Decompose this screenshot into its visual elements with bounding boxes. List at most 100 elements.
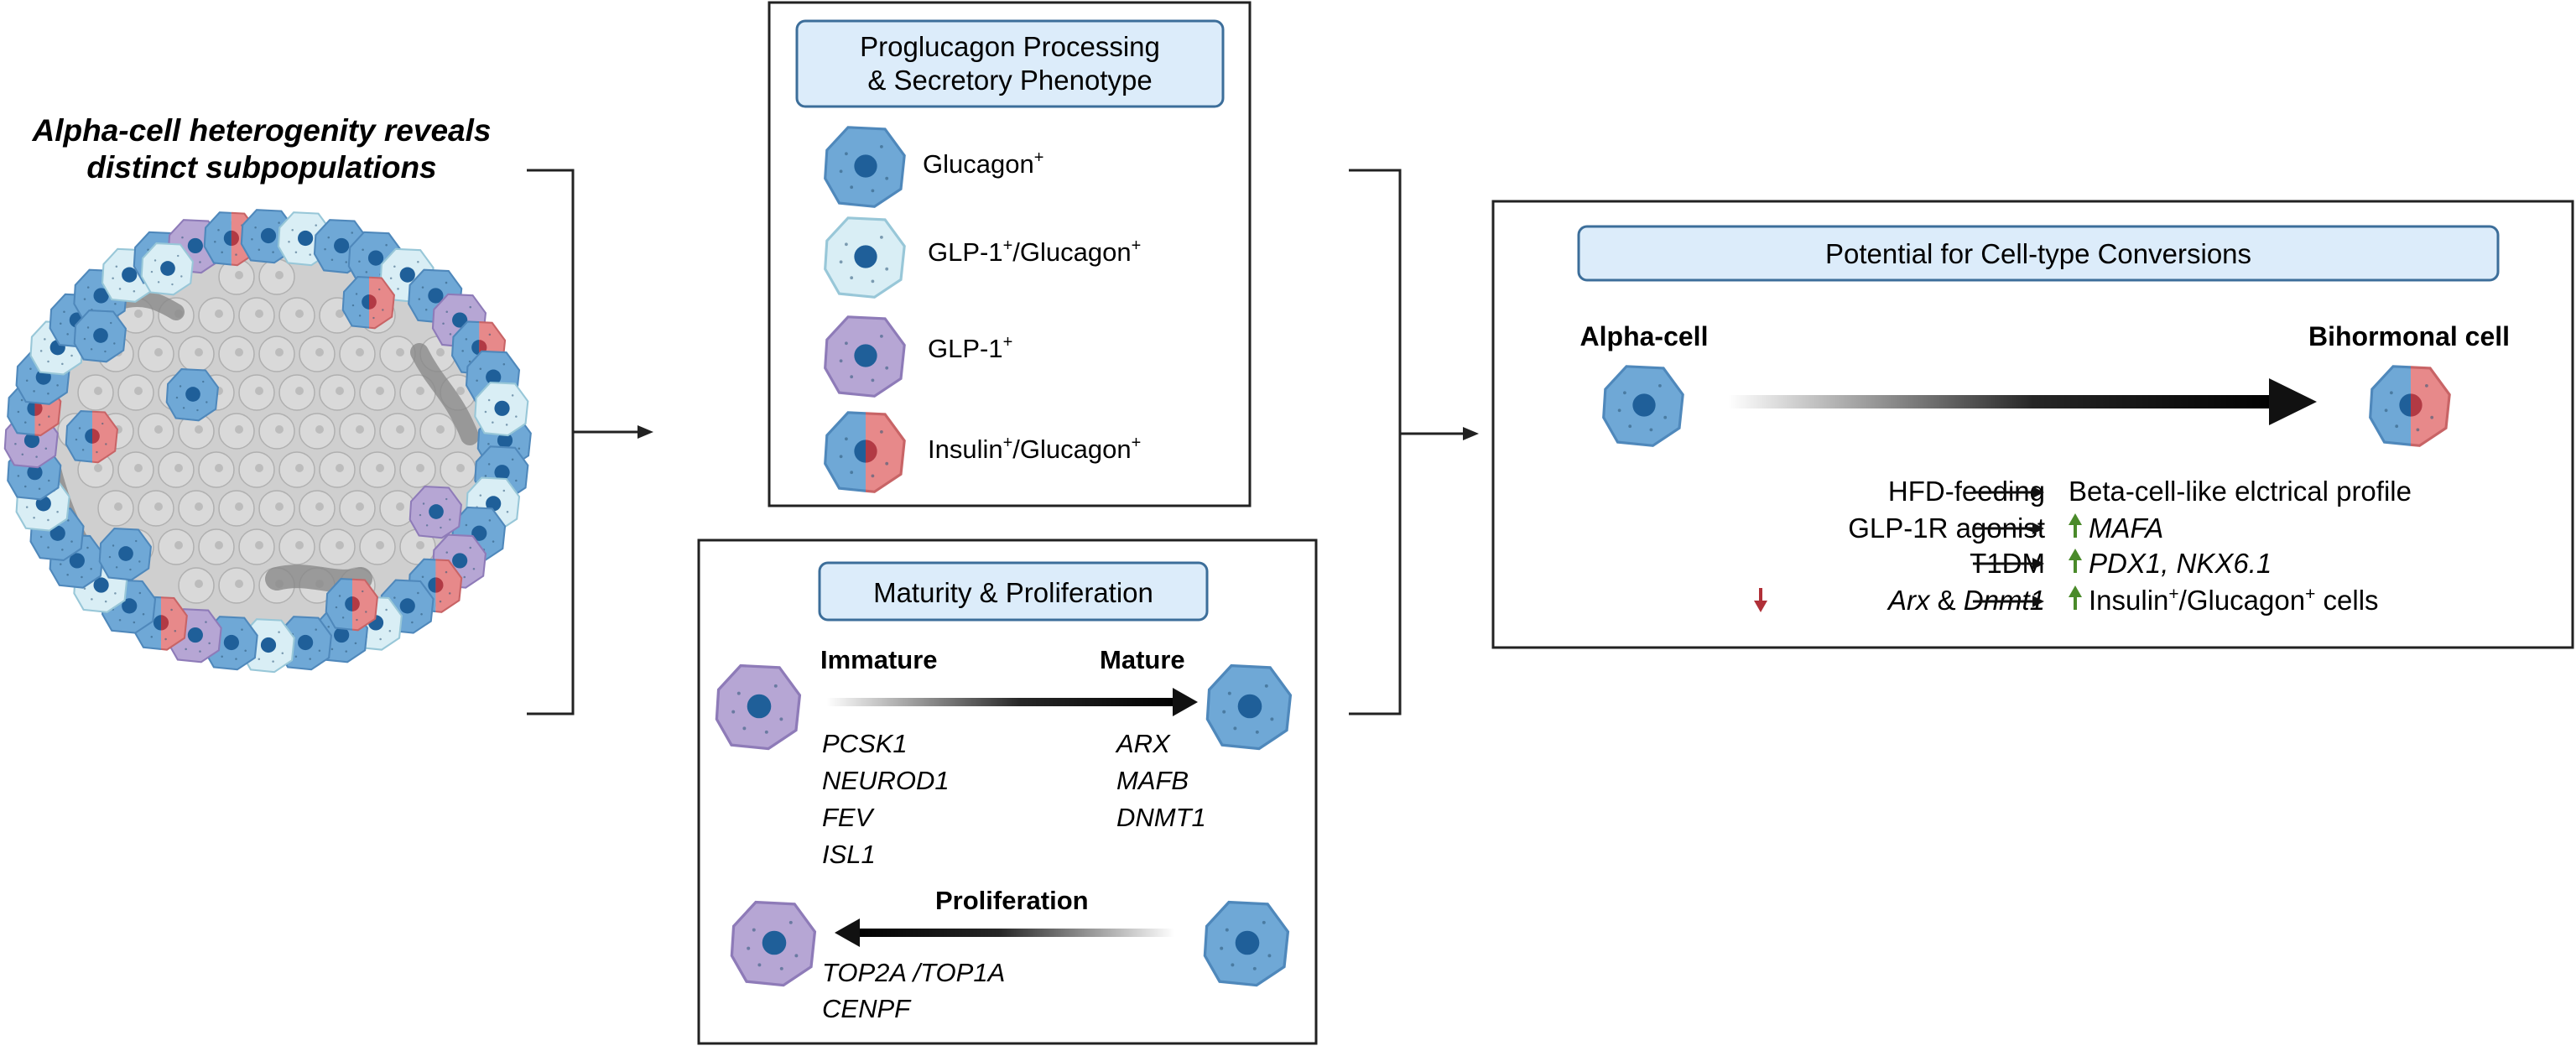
mature-cell-icon	[1203, 900, 1290, 987]
islet-inner-nucleus	[336, 310, 344, 318]
islet-rim-cell	[98, 528, 152, 581]
islet-inner-nucleus	[255, 387, 263, 395]
panels-bracket	[1349, 169, 1479, 715]
islet-title-line2: distinct subpopulations	[86, 150, 436, 185]
label-insulin-glucagon: Insulin+/Glucagon+	[928, 434, 1141, 464]
effect-arrows	[1973, 491, 2035, 603]
islet-rim-cell	[140, 242, 194, 296]
mature-gene: DNMT1	[1116, 803, 1206, 832]
conversion-arrow	[1728, 378, 2317, 425]
islet-inner-nucleus	[215, 541, 223, 549]
proliferation-gene: TOP2A /TOP1A	[822, 958, 1005, 987]
islet-inner-nucleus	[94, 464, 102, 472]
islet-inner-nucleus	[174, 541, 183, 549]
islet-inner-nucleus	[356, 348, 364, 356]
proliferating-cell-icon	[730, 900, 817, 987]
proliferation-label: Proliferation	[935, 886, 1089, 915]
conversion-title: Potential for Cell-type Conversions	[1825, 238, 2251, 269]
islet-rim-cell	[474, 381, 529, 437]
islet-inner-nucleus	[154, 348, 163, 356]
islet-inner-nucleus	[295, 387, 304, 395]
islet-rim-cell	[73, 310, 127, 363]
islet-inner-nucleus	[134, 310, 143, 318]
islet-inner-nucleus	[376, 387, 384, 395]
islet-vessel	[410, 343, 479, 445]
islet-inner-nucleus	[295, 541, 304, 549]
islet-inner-nucleus	[315, 425, 324, 434]
bihormonal-cell-icon	[824, 411, 906, 493]
islet-inner-nucleus	[235, 502, 243, 511]
islet-inner-nucleus	[396, 425, 404, 434]
islet-inner-nucleus	[275, 348, 284, 356]
islet-inner-nucleus	[255, 464, 263, 472]
immature-gene: ISL1	[822, 840, 876, 869]
effect-arrowheads	[2032, 486, 2044, 607]
islet-inner-nucleus	[195, 580, 203, 588]
islet-rim-cell	[277, 616, 332, 671]
islet-illustration	[3, 209, 532, 674]
bihormonal-cell-label: Bihormonal cell	[2308, 321, 2510, 351]
islet-inner-nucleus	[336, 464, 344, 472]
islet-rim-cell	[133, 596, 188, 651]
islet-inner-nucleus	[235, 425, 243, 434]
islet-inner-nucleus	[255, 541, 263, 549]
islet-inner-nucleus	[436, 425, 445, 434]
processing-title-line2: & Secretory Phenotype	[867, 65, 1152, 96]
islet-inner-nucleus	[336, 541, 344, 549]
islet-rim-cell	[203, 211, 258, 267]
islet-rim-cell	[325, 578, 378, 632]
label-glp1: GLP-1+	[928, 333, 1012, 363]
islet-inner-nucleus	[94, 387, 102, 395]
islet-inner-nucleus	[275, 425, 284, 434]
islet-inner-nucleus	[416, 541, 424, 549]
effect-profile: Beta-cell-like elctrical profile	[2069, 476, 2412, 507]
islet-inner-nucleus	[356, 502, 364, 511]
islet-inner-nucleus	[154, 502, 163, 511]
immature-gene: PCSK1	[822, 729, 908, 758]
islet-inner-nucleus	[174, 464, 183, 472]
islet-inner-nucleus	[376, 541, 384, 549]
islet-inner-nucleus	[295, 464, 304, 472]
label-glucagon: Glucagon+	[923, 148, 1043, 179]
immature-cell-icon	[715, 663, 802, 751]
up-arrow-icon	[2069, 549, 2082, 573]
islet-inner-nucleus	[134, 387, 143, 395]
islet-rim-cells	[3, 209, 532, 674]
alpha-cell-label: Alpha-cell	[1580, 321, 1709, 351]
effect-mafa: MAFA	[2089, 512, 2163, 544]
islet-inner-nucleus	[336, 387, 344, 395]
islet-inner-nucleus	[235, 348, 243, 356]
processing-title-line1: Proglucagon Processing	[860, 31, 1160, 62]
maturation-arrow	[826, 688, 1198, 716]
islet-inner-nucleus	[396, 502, 404, 511]
islet-rim-cell	[165, 368, 219, 422]
islet-inner-nucleus	[376, 464, 384, 472]
islet-inner-nucleus	[275, 502, 284, 511]
islet-rim-cell	[29, 506, 85, 562]
islet-rim-cell	[65, 410, 118, 464]
immature-gene: NEUROD1	[822, 766, 950, 795]
conversion-title-box	[1577, 225, 2500, 282]
islet-inner-nucleus	[416, 387, 424, 395]
islet-rim-cell	[431, 293, 487, 348]
islet-inner-nucleus	[235, 580, 243, 588]
islet-title: Alpha-cell heterogenity reveals distinct…	[32, 113, 492, 185]
mature-gene: MAFB	[1116, 766, 1189, 795]
islet-inner-nucleus	[114, 502, 122, 511]
glp1-cell-icon	[824, 315, 906, 398]
islet-inner-nucleus	[315, 502, 324, 511]
effect-pdx1: PDX1, NKX6.1	[2089, 548, 2272, 579]
mature-label: Mature	[1100, 645, 1185, 674]
islet-inner-nucleus	[315, 348, 324, 356]
islet-rim-cell	[313, 608, 368, 663]
conversion-panel: Potential for Cell-type Conversions Alph…	[1491, 200, 2574, 649]
islet-inner-nucleus	[215, 310, 223, 318]
down-arrow-icon	[1754, 588, 1767, 612]
immature-gene: FEV	[822, 803, 876, 832]
islet-inner-nucleus	[456, 464, 465, 472]
mature-gene: ARX	[1115, 729, 1171, 758]
effect-bihormonal-cells: Insulin+/Glucagon+ cells	[2089, 585, 2379, 616]
islet-rim-cell	[409, 486, 462, 539]
maturity-title: Maturity & Proliferation	[873, 577, 1153, 608]
islet-inner-nucleus	[396, 348, 404, 356]
